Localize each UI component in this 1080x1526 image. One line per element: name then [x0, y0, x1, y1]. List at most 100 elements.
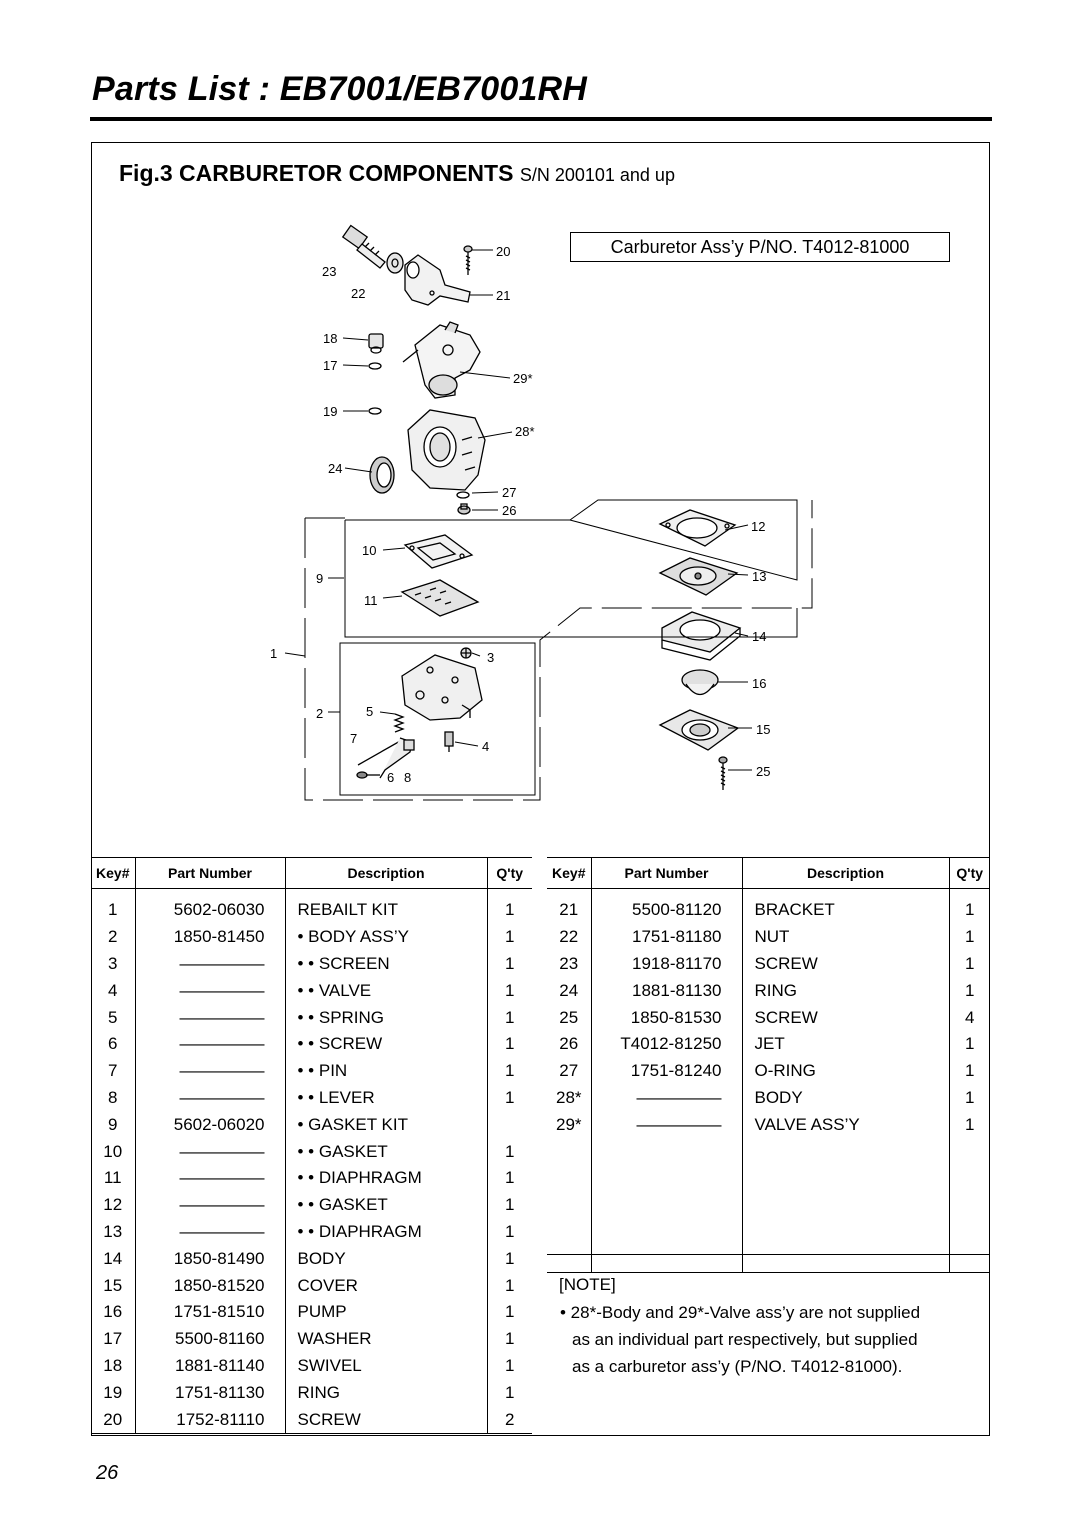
- key-cell: [547, 1138, 591, 1165]
- gasket-kit-outline: [344, 499, 798, 638]
- description-cell: WASHER: [284, 1325, 487, 1353]
- qty-cell: 1: [948, 1084, 990, 1112]
- screw-part-23: [341, 224, 386, 269]
- callout-26: 26: [502, 503, 516, 518]
- part-number-cell: —————: [134, 1084, 285, 1112]
- note-label: [NOTE]: [559, 1275, 616, 1294]
- description-cell: SWIVEL: [284, 1352, 487, 1380]
- figure-title-main: Fig.3 CARBURETOR COMPONENTS: [119, 160, 514, 186]
- header-part-number: Part Number: [134, 857, 285, 889]
- part-number-cell: —————: [590, 1111, 742, 1139]
- key-cell: 27: [559, 1061, 579, 1081]
- key-cell: 17: [103, 1329, 123, 1349]
- header-description: Description: [284, 857, 487, 889]
- description-cell: • • GASKET: [284, 1191, 487, 1219]
- title-rule: [90, 117, 992, 121]
- qty-cell: 1: [486, 1218, 532, 1246]
- table-row: [547, 1218, 990, 1246]
- part-number-cell: 1850-81520: [134, 1272, 285, 1299]
- description-cell: [741, 1164, 949, 1192]
- callout-18: 18: [323, 331, 337, 346]
- key-cell: 20: [91, 1406, 135, 1434]
- note-line: as a carburetor ass’y (P/NO. T4012-81000…: [572, 1357, 903, 1376]
- callout-21: 21: [496, 288, 510, 303]
- description-cell: COVER: [284, 1272, 487, 1299]
- table-row: [547, 1191, 990, 1219]
- key-cell: 7: [108, 1061, 118, 1081]
- qty-cell: 1: [486, 923, 532, 951]
- callout-6: 6: [387, 770, 394, 785]
- description-cell: [741, 1245, 949, 1274]
- key-cell: 18: [103, 1355, 123, 1375]
- part-number-cell: [590, 1138, 742, 1165]
- valve-assy-part-29: [402, 321, 481, 399]
- body-assy-part-2: [401, 654, 483, 721]
- callout-23: 23: [322, 264, 336, 279]
- table-header-row: Key# Part Number Description Q'ty: [91, 857, 532, 889]
- key-cell: [547, 1245, 591, 1274]
- part-number-cell: 1918-81170: [590, 950, 742, 978]
- note-box: [NOTE] • 28*-Body and 29*-Valve ass’y ar…: [547, 1254, 990, 1436]
- part-number-cell: 1850-81530: [590, 1004, 742, 1031]
- part-number-cell: —————: [134, 1218, 285, 1246]
- callout-27: 27: [502, 485, 516, 500]
- qty-cell: 1: [486, 1138, 532, 1165]
- part-number-cell: [590, 1245, 742, 1274]
- qty-cell: 1: [486, 1191, 532, 1219]
- qty-cell: 1: [948, 950, 990, 978]
- callout-10: 10: [362, 543, 376, 558]
- qty-cell: 1: [486, 1352, 532, 1380]
- callout-3: 3: [487, 650, 494, 665]
- key-cell: 2: [108, 927, 118, 947]
- qty-cell: 1: [948, 1030, 990, 1058]
- description-cell: PUMP: [284, 1298, 487, 1326]
- part-number-cell: 5602-06020: [134, 1111, 285, 1139]
- callout-5: 5: [366, 704, 373, 719]
- pin-part-7: [357, 739, 403, 766]
- table-row: [547, 1245, 990, 1274]
- part-number-cell: —————: [134, 1191, 285, 1219]
- part-number-cell: —————: [134, 1030, 285, 1058]
- qty-cell: 2: [486, 1406, 532, 1434]
- description-cell: SCREW: [284, 1406, 487, 1434]
- qty-cell: 1: [948, 888, 990, 924]
- note-line: • 28*-Body and 29*-Valve ass’y are not s…: [560, 1303, 921, 1322]
- ring-part-24: [369, 456, 395, 494]
- key-cell: 16: [103, 1302, 123, 1322]
- qty-cell: 1: [486, 977, 532, 1005]
- part-number-cell: —————: [134, 950, 285, 978]
- key-cell: 28*: [555, 1087, 582, 1107]
- part-number-cell: —————: [590, 1084, 742, 1112]
- key-cell: 12: [103, 1195, 123, 1215]
- screw-part-6: [356, 771, 380, 779]
- description-cell: • • SCREEN: [284, 950, 487, 978]
- key-cell: 22: [559, 927, 579, 947]
- header-qty: Q'ty: [948, 857, 990, 889]
- callout-2: 2: [316, 706, 323, 721]
- qty-cell: 1: [486, 1084, 532, 1112]
- qty-cell: [948, 1245, 990, 1274]
- key-cell: 3: [108, 953, 118, 973]
- page-title: Parts List : EB7001/EB7001RH: [92, 70, 588, 108]
- jet-part-26: [457, 503, 471, 515]
- callout-17: 17: [323, 358, 337, 373]
- callout-25: 25: [756, 764, 770, 779]
- callout-13: 13: [752, 569, 766, 584]
- description-cell: RING: [741, 977, 949, 1005]
- body-part-28: [407, 409, 486, 491]
- key-cell: 25: [559, 1007, 579, 1027]
- part-number-cell: 1752-81110: [134, 1406, 285, 1434]
- description-cell: • • DIAPHRAGM: [284, 1218, 487, 1246]
